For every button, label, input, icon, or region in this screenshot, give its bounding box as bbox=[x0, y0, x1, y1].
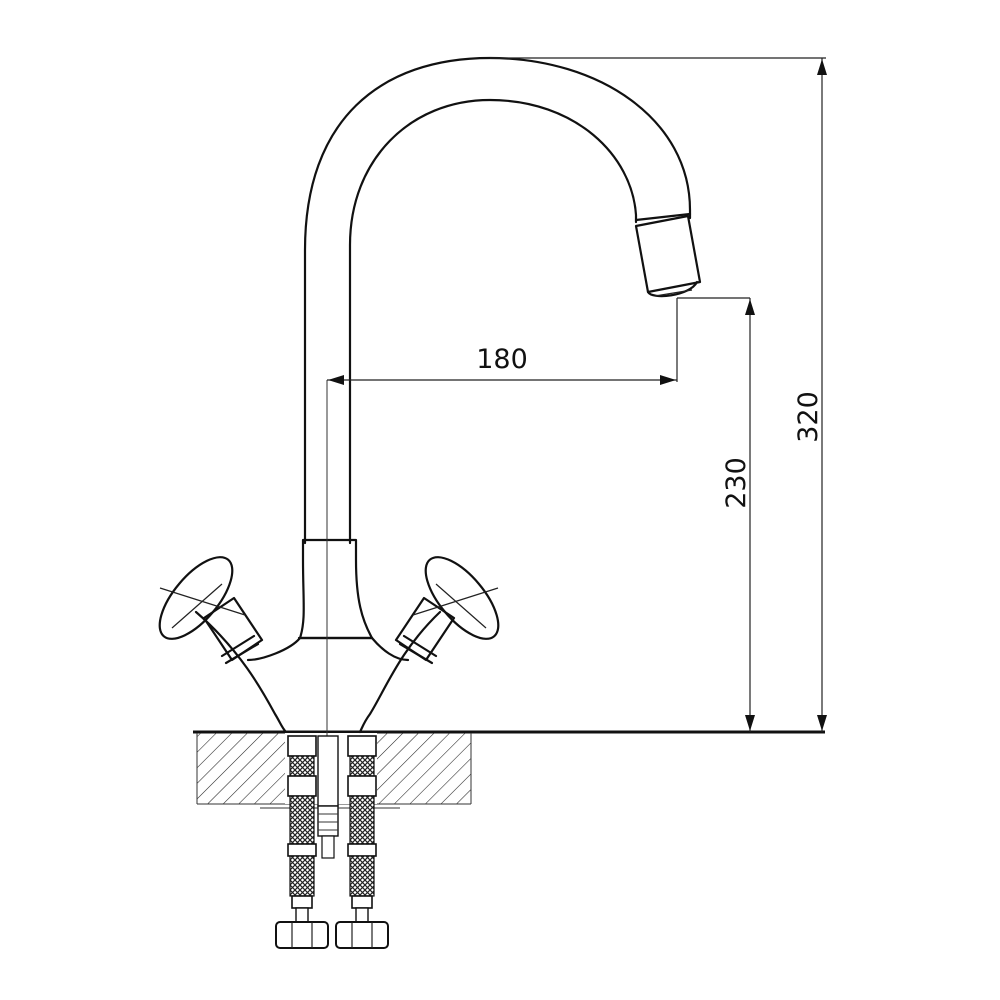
total-height-dimension: 320 bbox=[490, 57, 827, 732]
reach-dimension-label: 180 bbox=[476, 344, 528, 375]
right-supply-hose bbox=[335, 735, 389, 949]
reach-dimension: 180 bbox=[327, 297, 750, 385]
right-handle bbox=[394, 556, 500, 665]
faucet-body bbox=[194, 538, 442, 734]
total-height-dimension-label: 320 bbox=[793, 391, 824, 443]
left-supply-hose bbox=[275, 735, 329, 949]
mounting-stud bbox=[317, 735, 339, 859]
aerator bbox=[634, 214, 702, 298]
spout bbox=[303, 56, 692, 545]
spout-height-dimension-label: 230 bbox=[721, 457, 752, 509]
left-handle bbox=[158, 556, 264, 665]
spout-height-dimension: 230 bbox=[721, 298, 755, 732]
